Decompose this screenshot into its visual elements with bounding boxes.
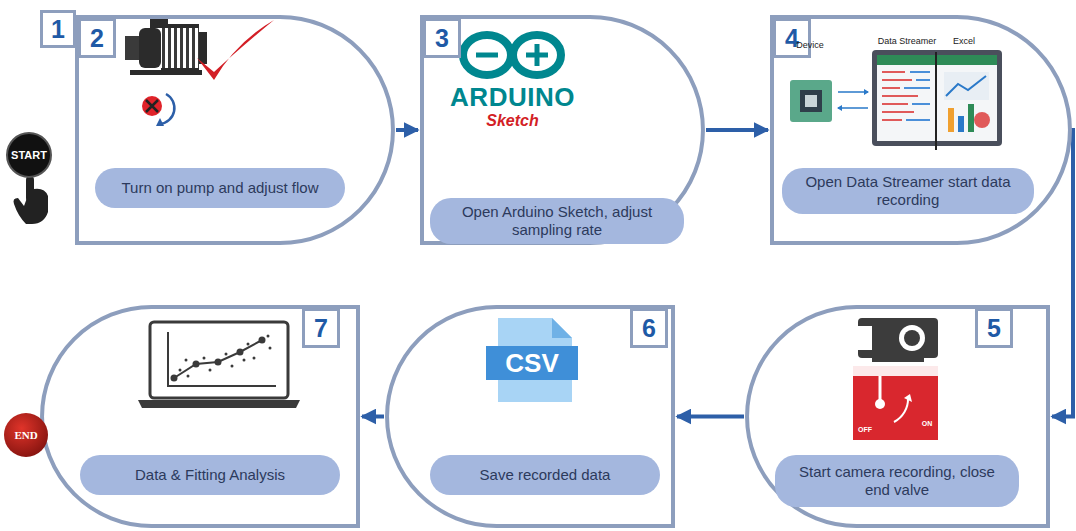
step-number: 1 [51,15,65,44]
data-streamer-illustration [790,50,1002,150]
step-container: 7Data & Fitting Analysis [40,305,360,528]
flow-arrow [677,415,744,419]
step-container: 5Start camera recording, close end valve [745,305,1050,528]
end-circle: END [4,413,48,457]
step-number: 6 [630,308,668,348]
step-label: Open Data Streamer start data recording [782,168,1034,214]
step-container: 2Turn on pump and adjust flow [75,15,395,245]
step-number: 3 [423,18,461,58]
step-number: 2 [78,18,116,58]
terminal-text: START [11,149,47,161]
step-label: Data & Fitting Analysis [80,455,340,495]
logo-text: ARDUINO [440,82,585,113]
step-text: Start camera recording, close end valve [785,463,1009,499]
start-button: START [6,132,52,178]
step-number: 7 [302,308,340,348]
step-label: Open Arduino Sketch, adjust sampling rat… [430,198,684,244]
step-label: Start camera recording, close end valve [775,455,1019,507]
valve-icon [142,94,174,126]
csv-file-icon [486,318,578,402]
step-number: 5 [975,308,1013,348]
laptop-chart-icon [138,322,300,408]
icon-label: Device [785,40,835,50]
arduino-logo [463,35,561,75]
step-text: Open Arduino Sketch, adjust sampling rat… [440,203,674,239]
step-label: Save recorded data [430,455,660,495]
pump-icon [125,16,207,75]
step-container: 3Open Arduino Sketch, adjust sampling ra… [420,15,705,245]
step-outline [75,15,395,245]
step-text: Data & Fitting Analysis [135,466,285,484]
check-mark [197,20,274,80]
logo-subtext: Sketch [470,112,555,130]
step-text: Turn on pump and adjust flow [121,179,318,197]
flow-arrow [706,128,768,132]
file-type-label: CSV [486,348,578,379]
terminal-text: END [14,429,37,441]
step-label: Turn on pump and adjust flow [95,168,345,208]
valve-sign [853,366,938,440]
step-container: 6Save recorded data [385,305,675,528]
icon-label: Excel [944,36,984,46]
switch-label: OFF [855,426,875,433]
icon-label: Data Streamer [872,36,942,46]
switch-label: ON [918,420,936,427]
flow-arrow [396,128,418,132]
step-number-box: 1 [40,10,76,48]
hand-icon [14,176,49,224]
step-number: 4 [773,18,811,58]
step-text: Save recorded data [480,466,611,484]
step-text: Open Data Streamer start data recording [792,173,1024,209]
flow-arrow [362,415,384,419]
camera-icon [858,318,938,362]
